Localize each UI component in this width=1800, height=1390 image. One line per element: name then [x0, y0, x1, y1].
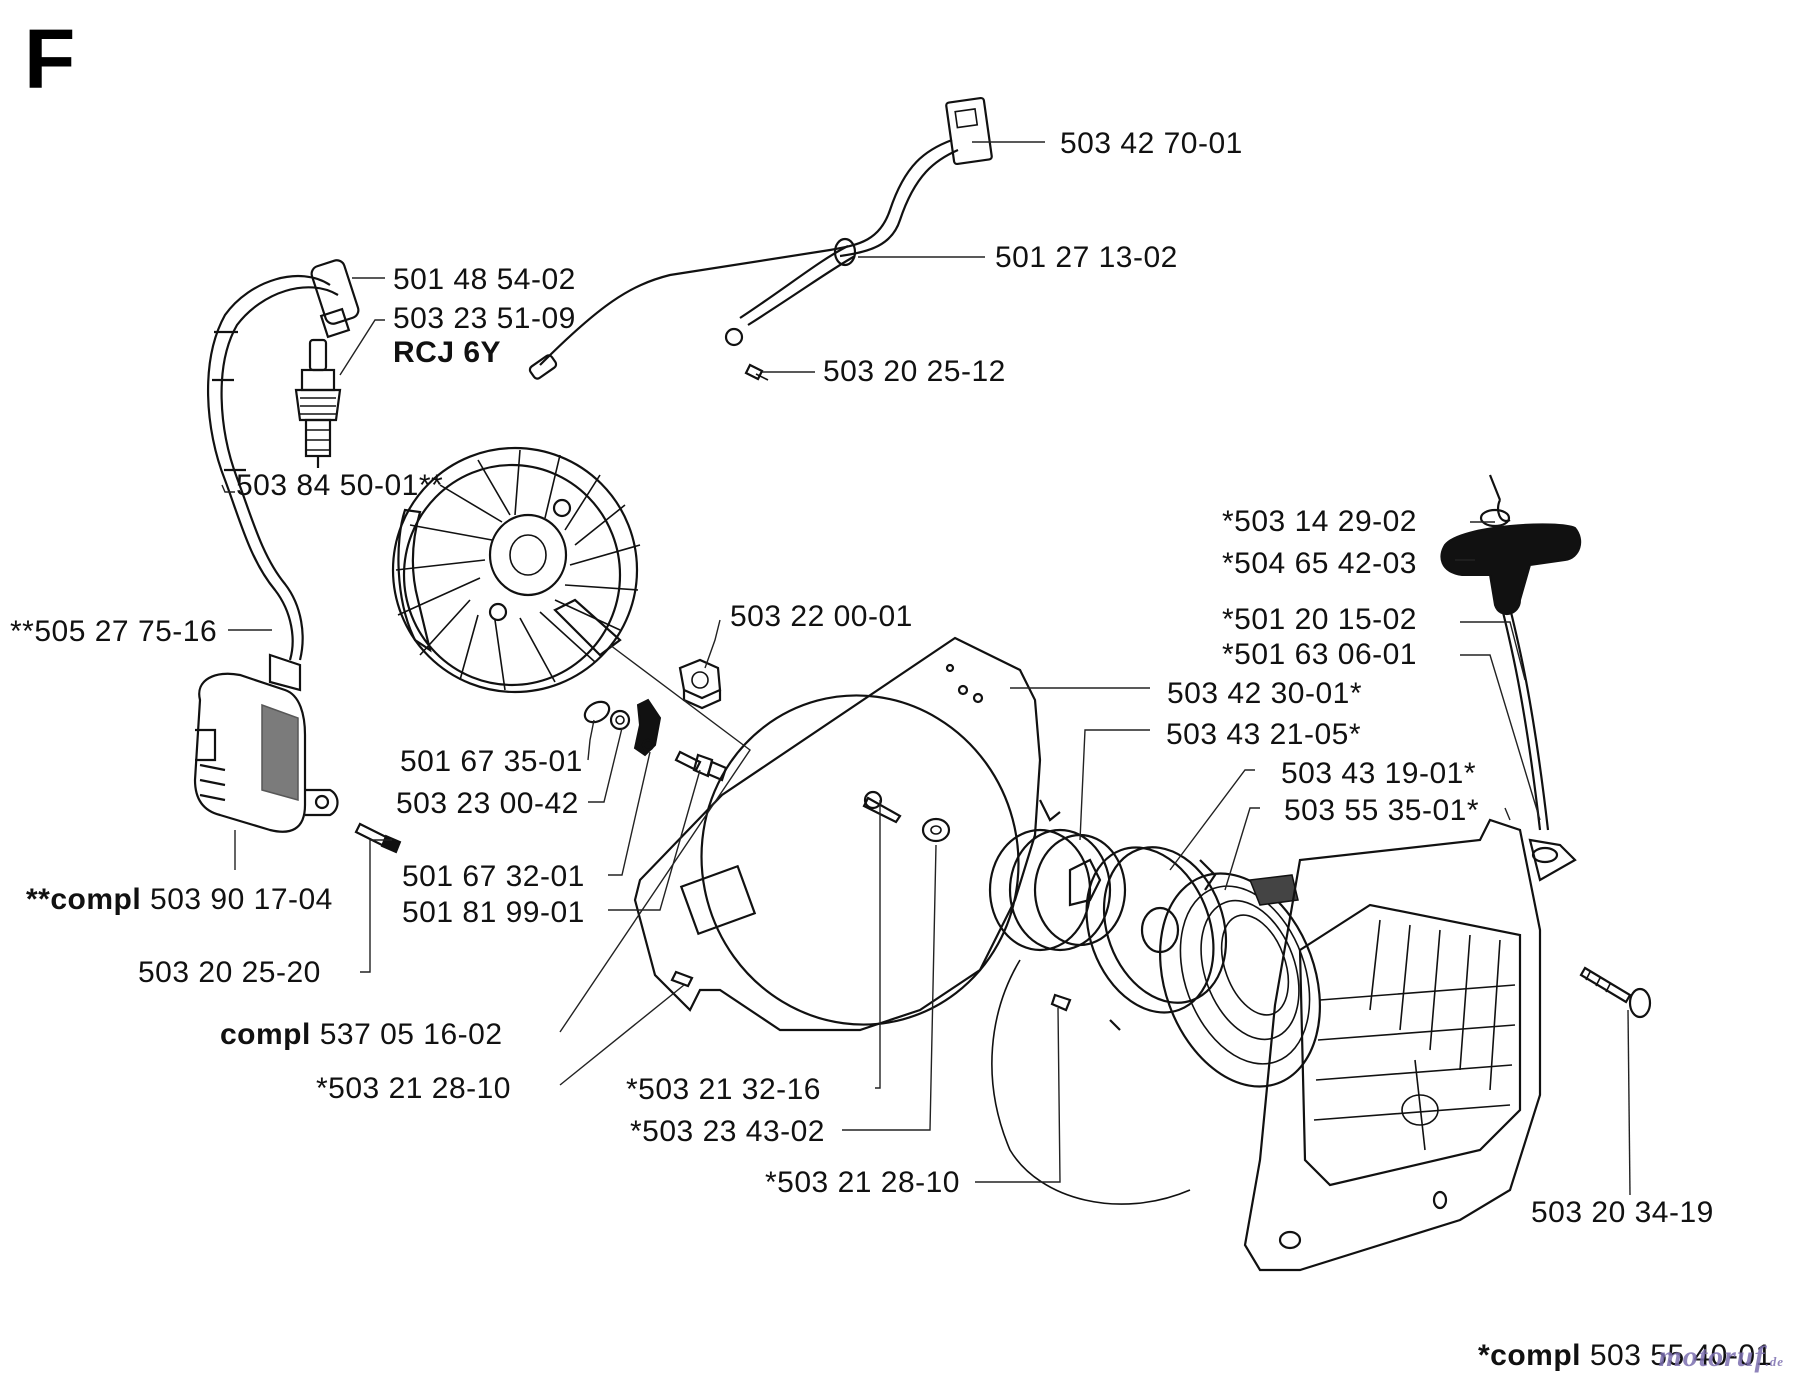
- rope-handle: [1440, 523, 1582, 615]
- watermark: motoruf.de: [1658, 1340, 1784, 1374]
- label-503-42-70-01: 503 42 70-01: [1060, 127, 1243, 160]
- cassette-screw: [1050, 993, 1072, 1012]
- spring-cassette: [1085, 846, 1228, 1031]
- cover-washer: [921, 817, 951, 843]
- handle-insert: [1479, 474, 1511, 528]
- label-503-43-21-05: 503 43 21-05*: [1166, 718, 1361, 751]
- label-501-20-15-02: *501 20 15-02: [1222, 603, 1417, 636]
- label-503-21-28-10-left: *503 21 28-10: [316, 1072, 511, 1105]
- label-compl-prefix: *compl: [1478, 1339, 1582, 1372]
- label-504-65-42-03: *504 65 42-03: [1222, 547, 1417, 580]
- module-screw: [354, 822, 402, 854]
- label-compl-prefix: compl: [220, 1018, 311, 1051]
- label-503-20-25-20: 503 20 25-20: [138, 956, 321, 989]
- cover-screw-small: [670, 970, 694, 988]
- watermark-text: motoruf: [1658, 1340, 1766, 1373]
- watermark-suffix: .de: [1765, 1354, 1784, 1369]
- label-503-23-43-02: *503 23 43-02: [630, 1115, 825, 1148]
- label-503-23-00-42: 503 23 00-42: [396, 787, 579, 820]
- label-503-55-35-01: 503 55 35-01*: [1284, 794, 1479, 827]
- label-503-23-51-09: 503 23 51-09: [393, 302, 576, 335]
- label-compl-503-90-17-04: **compl 503 90 17-04: [26, 883, 333, 917]
- section-letter: F: [24, 12, 76, 106]
- label-501-48-54-02: 501 48 54-02: [393, 263, 576, 296]
- label-501-67-32-01: 501 67 32-01: [402, 860, 585, 893]
- housing-screw: [1579, 966, 1652, 1019]
- label-505-27-75-16: **505 27 75-16: [10, 615, 218, 648]
- starter-rope: [1498, 599, 1550, 831]
- label-503-42-30-01: 503 42 30-01*: [1167, 677, 1362, 710]
- label-501-27-13-02: 501 27 13-02: [995, 241, 1178, 274]
- fan-cover: [633, 636, 1042, 1032]
- label-compl-number: 503 55 40-01: [1589, 1339, 1773, 1372]
- label-503-20-25-12: 503 20 25-12: [823, 355, 1006, 388]
- label-compl-503-55-40-01: *compl 503 55 40-01: [1478, 1339, 1773, 1373]
- label-503-84-50-01: 503 84 50-01**: [236, 469, 444, 502]
- recoil-spring: [1159, 872, 1321, 1088]
- label-compl-537-05-16-02: compl 537 05 16-02: [220, 1018, 503, 1052]
- starter-housing: [1243, 818, 1577, 1272]
- cover-screw: [862, 790, 902, 824]
- leader-lines: [221, 141, 1631, 1196]
- label-501-67-35-01: 501 67 35-01: [400, 745, 583, 778]
- label-compl-number: 537 05 16-02: [319, 1018, 503, 1051]
- wire-harness: [528, 96, 993, 381]
- label-503-22-00-01: 503 22 00-01: [730, 600, 913, 633]
- pawl-assembly: [583, 698, 728, 782]
- label-503-21-32-16: *503 21 32-16: [626, 1073, 821, 1106]
- label-501-81-99-01: 501 81 99-01: [402, 896, 585, 929]
- label-503-43-19-01: 503 43 19-01*: [1281, 757, 1476, 790]
- flywheel: [391, 446, 641, 694]
- label-503-14-29-02: *503 14 29-02: [1222, 505, 1417, 538]
- label-compl-number: 503 90 17-04: [150, 883, 333, 916]
- label-503-21-28-10-right: *503 21 28-10: [765, 1166, 960, 1199]
- label-compl-prefix: **compl: [26, 883, 142, 916]
- spark-plug: [294, 338, 342, 468]
- label-501-63-06-01: *501 63 06-01: [1222, 638, 1417, 671]
- rope-pulley: [988, 799, 1191, 1205]
- label-rcj-6y: RCJ 6Y: [393, 336, 502, 369]
- ignition-module: [193, 653, 339, 833]
- flywheel-nut: [678, 658, 722, 710]
- label-503-20-34-19: 503 20 34-19: [1531, 1196, 1714, 1229]
- ignition-lead: [207, 259, 360, 661]
